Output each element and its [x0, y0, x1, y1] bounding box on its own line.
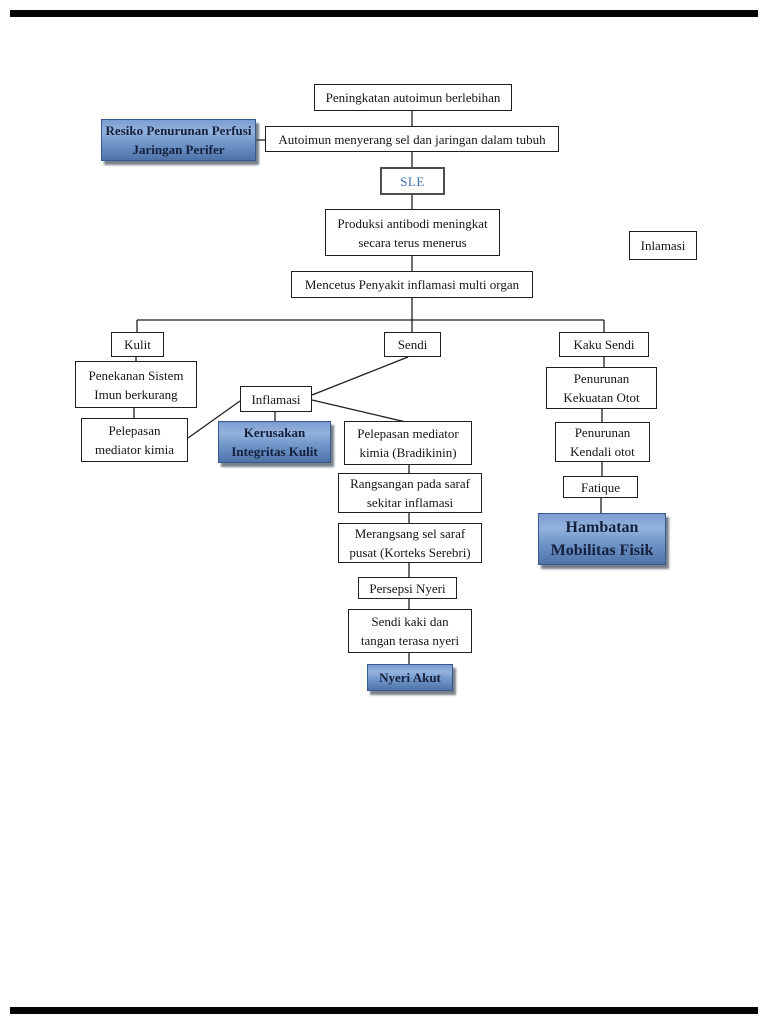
node-fatique: Fatique	[563, 476, 638, 498]
node-penurunan-kekuatan-otot: Penurunan Kekuatan Otot	[546, 367, 657, 409]
page-gap-bar-top	[10, 10, 758, 17]
node-inflamasi-tengah: Inflamasi	[240, 386, 312, 412]
node-kulit: Kulit	[111, 332, 164, 357]
node-persepsi-nyeri: Persepsi Nyeri	[358, 577, 457, 599]
node-kaku-sendi: Kaku Sendi	[559, 332, 649, 357]
node-peningkatan-autoimun: Peningkatan autoimun berlebihan	[314, 84, 512, 111]
node-produksi-antibodi: Produksi antibodi meningkat secara terus…	[325, 209, 500, 256]
node-resiko-penurunan-perfusi: Resiko Penurunan Perfusi Jaringan Perife…	[101, 119, 256, 161]
node-inlamasi-kanan: Inlamasi	[629, 231, 697, 260]
node-sle: SLE	[380, 167, 445, 195]
node-sendi-kaki-tangan: Sendi kaki dan tangan terasa nyeri	[348, 609, 472, 653]
node-autoimun-menyerang: Autoimun menyerang sel dan jaringan dala…	[265, 126, 559, 152]
page-gap-bar-bottom	[10, 1007, 758, 1014]
node-hambatan-mobilitas-fisik: Hambatan Mobilitas Fisik	[538, 513, 666, 565]
node-nyeri-akut: Nyeri Akut	[367, 664, 453, 691]
node-penekanan-sistem-imun: Penekanan Sistem Imun berkurang	[75, 361, 197, 408]
node-kerusakan-integritas-kulit: Kerusakan Integritas Kulit	[218, 421, 331, 463]
node-pelepasan-bradikinin: Pelepasan mediator kimia (Bradikinin)	[344, 421, 472, 465]
node-pelepasan-mediator-kimia: Pelepasan mediator kimia	[81, 418, 188, 462]
node-merangsang-saraf-pusat: Merangsang sel saraf pusat (Korteks Sere…	[338, 523, 482, 563]
node-mencetus-penyakit: Mencetus Penyakit inflamasi multi organ	[291, 271, 533, 298]
node-penurunan-kendali-otot: Penurunan Kendali otot	[555, 422, 650, 462]
node-sendi: Sendi	[384, 332, 441, 357]
node-rangsangan-saraf: Rangsangan pada saraf sekitar inflamasi	[338, 473, 482, 513]
